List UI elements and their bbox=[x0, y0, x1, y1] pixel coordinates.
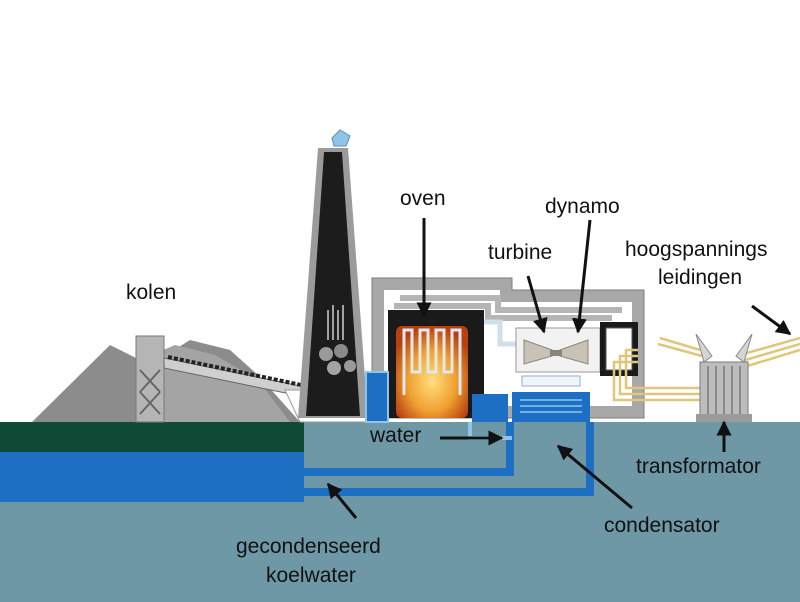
conveyor-tower bbox=[135, 335, 165, 423]
label-kolen: kolen bbox=[126, 281, 177, 304]
chimney-flue-lines bbox=[327, 305, 344, 340]
high-voltage-wires bbox=[657, 336, 800, 369]
condenser-steam-tray bbox=[521, 375, 581, 387]
furnace-water-drum bbox=[472, 394, 508, 422]
chimney-smoke-particle bbox=[334, 344, 348, 358]
furnace-inlet bbox=[365, 371, 389, 423]
cooling-water-channel bbox=[0, 452, 304, 502]
arrow-turbine bbox=[526, 275, 548, 334]
chimney-smoke-puff bbox=[331, 129, 351, 147]
condenser-tank bbox=[512, 392, 590, 422]
chimney-smoke-particle bbox=[327, 361, 341, 375]
condenser-lines bbox=[520, 399, 582, 413]
dark-green-band bbox=[0, 422, 304, 452]
label-power-lines-2: leidingen bbox=[658, 266, 743, 289]
duct-lines bbox=[394, 295, 622, 321]
generator-power-wires bbox=[612, 348, 704, 402]
arrow-power-lines bbox=[751, 304, 792, 336]
label-oven: oven bbox=[400, 187, 446, 210]
turbine-shaft bbox=[550, 350, 562, 356]
label-cooling-water-1: gecondenseerd bbox=[236, 535, 381, 558]
label-water: water bbox=[370, 424, 422, 447]
label-dynamo: dynamo bbox=[545, 195, 620, 218]
arrow-cooling-water bbox=[326, 482, 358, 519]
label-condensator: condensator bbox=[604, 514, 720, 537]
label-turbine: turbine bbox=[488, 241, 553, 264]
conveyor-tower-bracing bbox=[139, 369, 161, 415]
steam-pipe bbox=[484, 319, 520, 347]
arrow-condenser bbox=[556, 444, 633, 510]
furnace-steam-pipes bbox=[402, 328, 462, 395]
arrow-dynamo bbox=[571, 219, 592, 334]
label-cooling-water-2: koelwater bbox=[266, 564, 356, 587]
transformer-insulators bbox=[695, 333, 753, 363]
label-power-lines-1: hoogspannings bbox=[625, 238, 768, 261]
chimney-smoke-particle bbox=[319, 347, 333, 361]
label-transformator: transformator bbox=[636, 455, 761, 478]
coal-on-belt bbox=[167, 355, 307, 388]
transformer-base bbox=[696, 414, 752, 422]
transformer-fins bbox=[707, 366, 741, 416]
chimney-smoke-particle bbox=[344, 360, 356, 372]
